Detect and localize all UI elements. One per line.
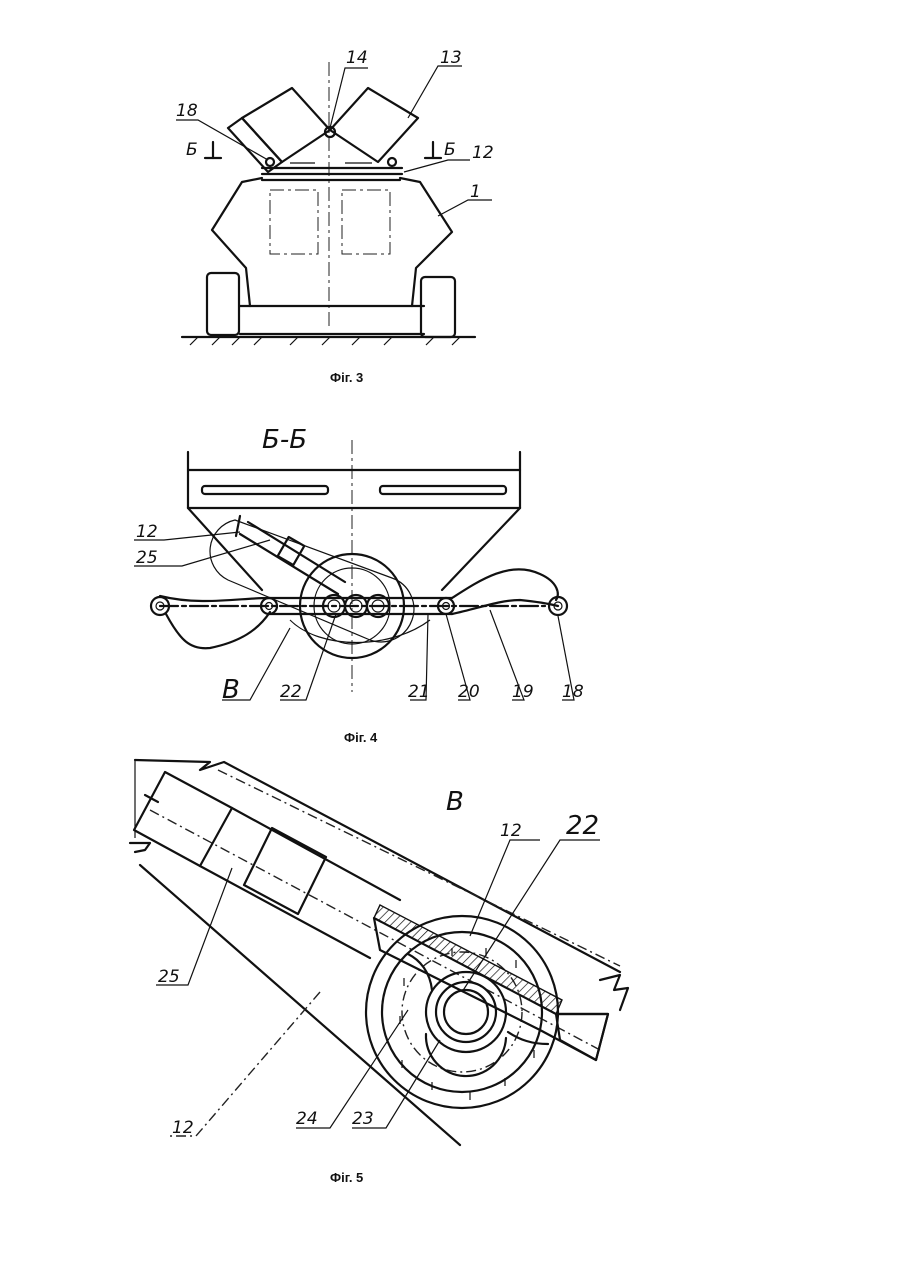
label-24: 24 [296, 1109, 318, 1129]
label-20: 20 [458, 682, 480, 702]
label-22: 22 [566, 811, 599, 841]
caption-fig-5: Фіг. 5 [330, 1170, 363, 1185]
sleeve-12 [374, 905, 608, 1060]
section-letter-left: Б [186, 140, 198, 160]
figure-3: 14 13 18 12 1 Б Б Фіг. 3 [176, 48, 494, 385]
vehicle-body-1 [212, 178, 452, 334]
label-22: 22 [280, 682, 302, 702]
wheel-right [421, 277, 455, 337]
container-13-left [228, 88, 330, 172]
label-25: 25 [158, 967, 180, 987]
shaft-22 [444, 990, 488, 1034]
section-letter-right: Б [444, 140, 456, 160]
platform-12 [262, 163, 402, 174]
caption-fig-4: Фіг. 4 [344, 730, 378, 745]
label-1: 1 [470, 182, 481, 202]
label-12-top: 12 [500, 821, 522, 841]
label-12: 12 [472, 143, 494, 163]
label-18: 18 [562, 682, 584, 702]
cylinder-envelope [210, 520, 414, 642]
label-13: 13 [440, 48, 462, 68]
ground-line [182, 337, 475, 345]
hub-23 [426, 972, 506, 1052]
container-13-right [330, 88, 418, 162]
label-12-bottom: 12 [172, 1118, 194, 1138]
section-mark-left [205, 142, 221, 158]
figure-5: В [130, 760, 628, 1185]
section-mark-right [425, 142, 441, 158]
figure-4: Б-Б [134, 425, 584, 745]
view-letter: В [446, 787, 464, 817]
label-14: 14 [346, 48, 368, 68]
label-21: 21 [408, 682, 430, 702]
wheel-left [207, 273, 239, 335]
label-23: 23 [352, 1109, 374, 1129]
label-18: 18 [176, 101, 198, 121]
label-19: 19 [512, 682, 534, 702]
caption-fig-3: Фіг. 3 [330, 370, 363, 385]
section-title: Б-Б [262, 425, 307, 455]
label-12: 12 [136, 522, 158, 542]
label-25: 25 [136, 548, 158, 568]
label-B: В [222, 675, 240, 705]
lever-arms [160, 569, 558, 648]
